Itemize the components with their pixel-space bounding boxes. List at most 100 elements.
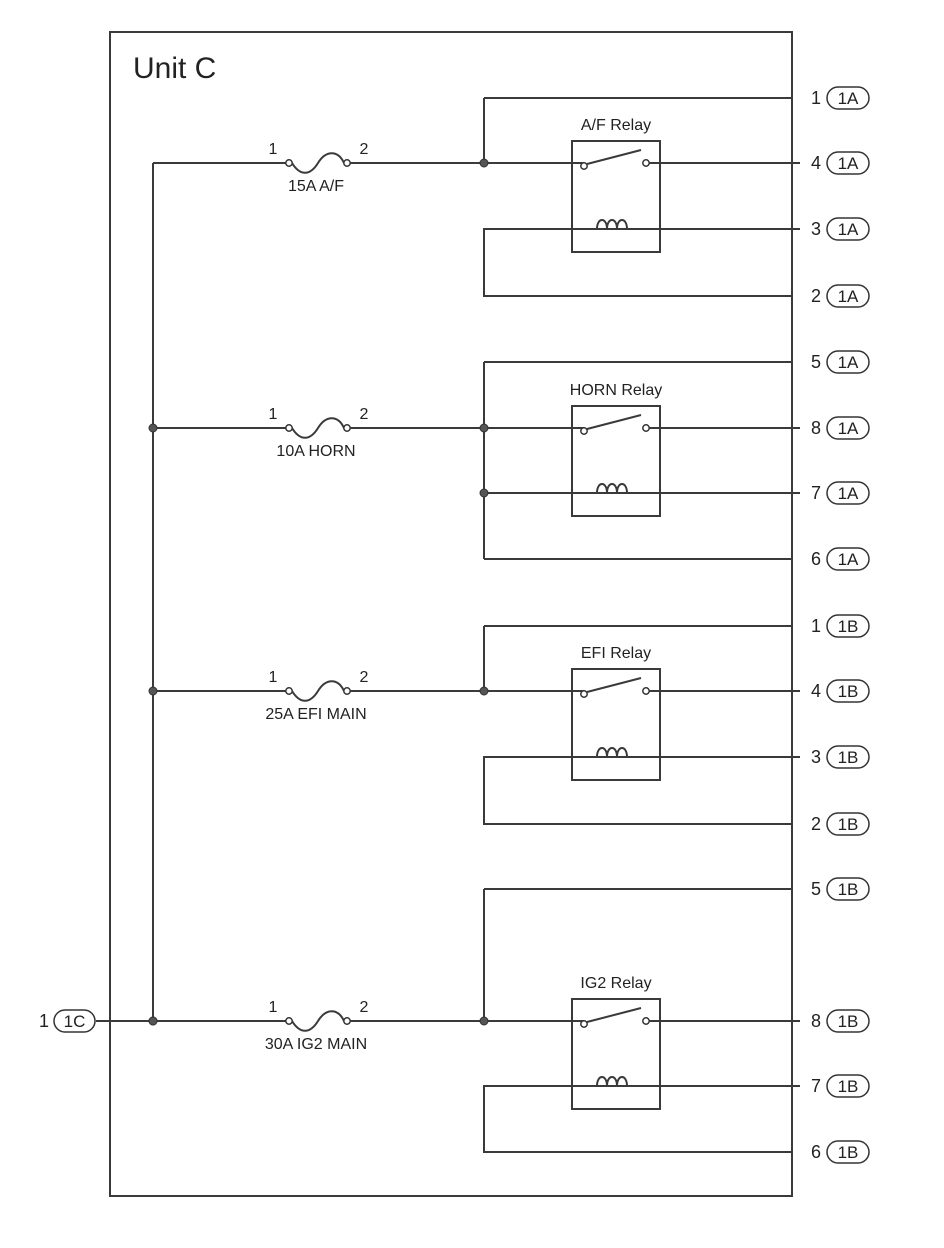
relay-contact-no bbox=[642, 687, 650, 695]
bus-junction-dot bbox=[148, 423, 158, 433]
connector-ring bbox=[826, 217, 870, 241]
connector-ring bbox=[826, 877, 870, 901]
relay-contact-common bbox=[580, 1020, 588, 1028]
terminal-connector-id: 1B bbox=[838, 617, 859, 636]
connector-ring bbox=[826, 812, 870, 836]
relay-label: EFI Relay bbox=[581, 645, 651, 662]
fuse-label: 10A HORN bbox=[276, 443, 355, 460]
connector-ring bbox=[826, 679, 870, 703]
terminal-pin-number: 4 bbox=[811, 681, 821, 701]
fuse-pin-2-label: 2 bbox=[360, 406, 369, 423]
fuse-pin-1-label: 1 bbox=[269, 669, 278, 686]
coil-return-wire bbox=[483, 756, 800, 825]
output-terminal: 1 1B bbox=[811, 614, 870, 638]
fuse-terminal-2 bbox=[343, 687, 351, 695]
fuse-label: 25A EFI MAIN bbox=[265, 706, 366, 723]
terminal-connector-id: 1A bbox=[838, 220, 859, 239]
coil-return-wire bbox=[483, 1085, 800, 1153]
connector-ring bbox=[826, 151, 870, 175]
terminal-connector-id: 1B bbox=[838, 748, 859, 767]
connector-ring bbox=[826, 284, 870, 308]
relay-contact-no bbox=[642, 159, 650, 167]
fuse-terminal-2 bbox=[343, 424, 351, 432]
relay-box bbox=[571, 405, 661, 517]
input-pin-number: 1 bbox=[39, 1011, 49, 1031]
relay-coil bbox=[596, 219, 628, 230]
connector-ring bbox=[826, 1009, 870, 1033]
relay-switch-arm bbox=[586, 1007, 642, 1023]
output-terminal: 3 1B bbox=[811, 745, 870, 769]
relay-label: IG2 Relay bbox=[580, 975, 651, 992]
terminal-connector-id: 1B bbox=[838, 880, 859, 899]
terminal-pin-number: 3 bbox=[811, 747, 821, 767]
fuse-pin-2-label: 2 bbox=[360, 669, 369, 686]
relay-box bbox=[571, 668, 661, 781]
connector-ring bbox=[826, 1074, 870, 1098]
terminal-pin-number: 2 bbox=[811, 814, 821, 834]
output-terminal: 4 1B bbox=[811, 679, 870, 703]
terminal-connector-id: 1A bbox=[838, 419, 859, 438]
fuse-terminal-1 bbox=[285, 687, 293, 695]
fuse-label: 30A IG2 MAIN bbox=[265, 1036, 367, 1053]
connector-ring bbox=[826, 547, 870, 571]
terminal-pin-number: 1 bbox=[811, 88, 821, 108]
fuse-pin-1-label: 1 bbox=[269, 406, 278, 423]
relay-switch-arm bbox=[586, 677, 642, 693]
fuse-pin-1-label: 1 bbox=[269, 141, 278, 158]
relay-contact-common bbox=[580, 690, 588, 698]
relay-contact-common bbox=[580, 427, 588, 435]
relay-box bbox=[571, 998, 661, 1110]
connector-ring bbox=[826, 416, 870, 440]
terminal-connector-id: 1A bbox=[838, 550, 859, 569]
connector-ring bbox=[826, 1140, 870, 1164]
junction-dot bbox=[479, 488, 489, 498]
unit-boundary bbox=[109, 31, 793, 1197]
relay-contact-no bbox=[642, 424, 650, 432]
junction-dot bbox=[479, 158, 489, 168]
junction-dot bbox=[479, 1016, 489, 1026]
fuse-terminal-2 bbox=[343, 159, 351, 167]
fuse-label: 15A A/F bbox=[288, 178, 344, 195]
terminal-connector-id: 1A bbox=[838, 484, 859, 503]
fuse-symbol bbox=[291, 152, 345, 174]
terminal-pin-number: 7 bbox=[811, 1076, 821, 1096]
terminal-pin-number: 4 bbox=[811, 153, 821, 173]
terminal-pin-number: 3 bbox=[811, 219, 821, 239]
fuse-pin-2-label: 2 bbox=[360, 999, 369, 1016]
connector-ring bbox=[826, 86, 870, 110]
relay-switch-arm bbox=[586, 414, 642, 430]
fuse-symbol bbox=[291, 680, 345, 702]
coil-return-wire bbox=[483, 228, 800, 297]
terminal-connector-id: 1A bbox=[838, 287, 859, 306]
terminal-pin-number: 6 bbox=[811, 1142, 821, 1162]
terminal-connector-id: 1A bbox=[838, 154, 859, 173]
terminal-connector-id: 1B bbox=[838, 682, 859, 701]
input-connector: 1 1C bbox=[39, 1009, 96, 1033]
relay-label: A/F Relay bbox=[581, 117, 651, 134]
connector-ring bbox=[826, 745, 870, 769]
terminal-pin-number: 1 bbox=[811, 616, 821, 636]
relay-coil bbox=[596, 747, 628, 758]
fuse-pin-1-label: 1 bbox=[269, 999, 278, 1016]
junction-dot bbox=[479, 686, 489, 696]
terminal-connector-id: 1A bbox=[838, 353, 859, 372]
fuse-terminal-1 bbox=[285, 1017, 293, 1025]
fuse-terminal-2 bbox=[343, 1017, 351, 1025]
terminal-connector-id: 1B bbox=[838, 1077, 859, 1096]
terminal-connector-id: 1B bbox=[838, 1012, 859, 1031]
output-terminal: 7 1B bbox=[811, 1074, 870, 1098]
